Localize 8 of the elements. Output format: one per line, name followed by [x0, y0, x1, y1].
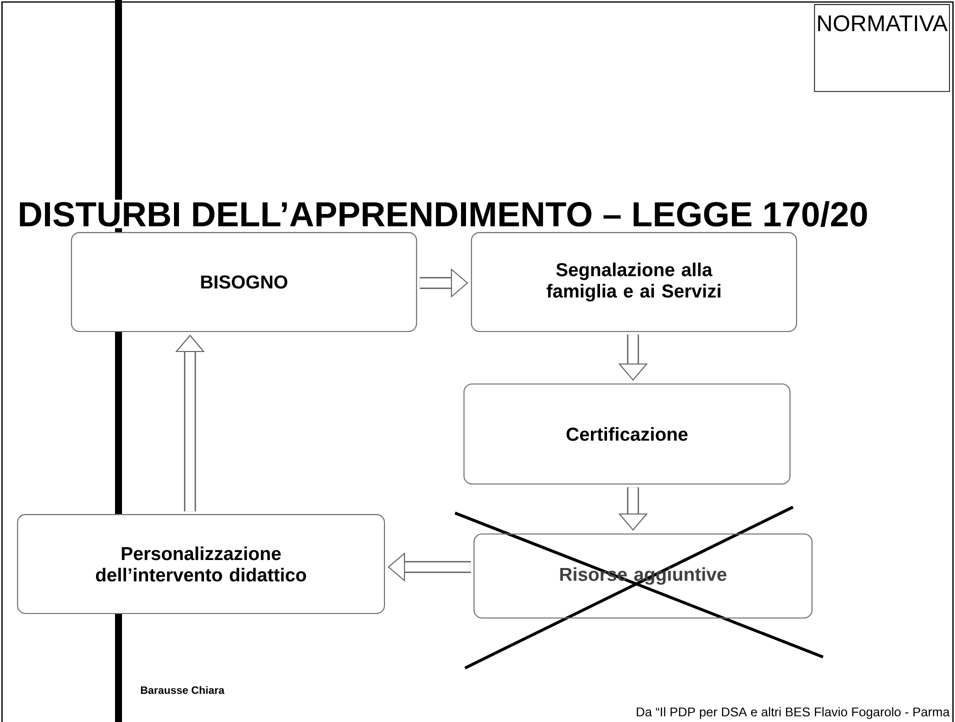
process-box: Certificazione: [463, 383, 791, 485]
slide-title: DISTURBI DELL’APPRENDIMENTO – LEGGE 170/20: [16, 200, 870, 228]
footer-text: Barausse Chiara: [140, 686, 225, 694]
heading-box: NORMATIVA: [814, 4, 950, 92]
process-box: Segnalazione alla famiglia e ai Servizi: [470, 232, 798, 332]
footer-text: Da “Il PDP per DSA e altri BES Flavio Fogarolo - Parma: [636, 707, 950, 719]
process-box: Personalizzazione dell’intervento didattico: [17, 514, 385, 614]
process-box: BISOGNO: [70, 232, 418, 332]
